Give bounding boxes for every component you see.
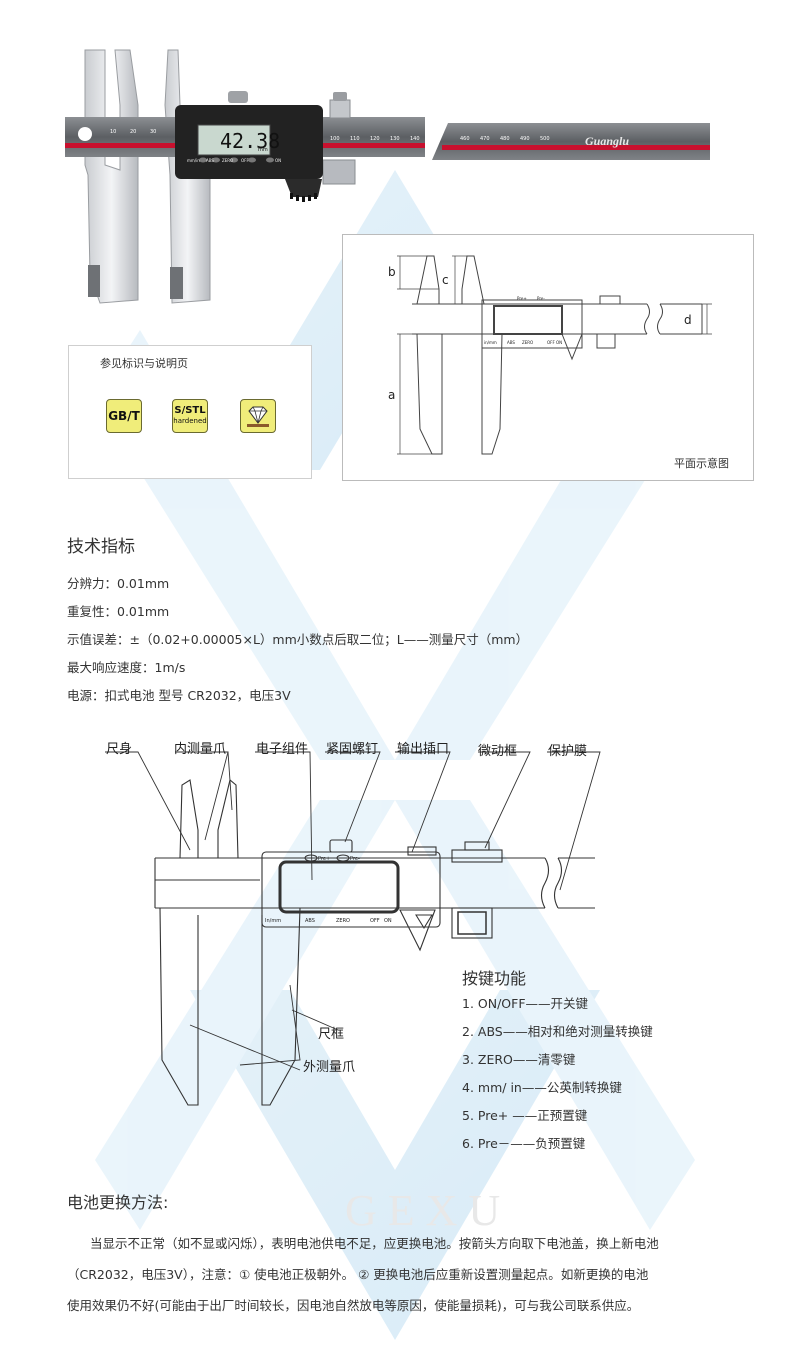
label-frame: 尺框 xyxy=(318,1027,345,1042)
scale-number: 10 xyxy=(110,129,116,135)
label-film: 保护膜 xyxy=(548,744,588,759)
schematic-button-label: OFF xyxy=(547,340,555,345)
diamond-icon xyxy=(247,406,269,427)
caliper-photo: 10 20 30 100 110 120 130 140 460 470 480… xyxy=(65,49,710,304)
spec-repeatability: 重复性：0.01mm xyxy=(67,604,170,619)
dim-b: b xyxy=(388,265,396,279)
label-fine-frame: 微动框 xyxy=(478,744,518,759)
schematic-button-label: Pre+ xyxy=(517,296,527,301)
scale-number: 110 xyxy=(350,136,360,142)
lcd-value: 42.38 xyxy=(220,129,280,153)
sstl-badge: S/STL hardened xyxy=(172,399,208,433)
parts-button-label: ZERO xyxy=(336,918,350,924)
spec-error: 示值误差：±（0.02+0.00005×L）mm小数点后取二位；L——测量尺寸（… xyxy=(67,632,529,647)
parts-button-label: Pre- xyxy=(350,856,360,862)
key-line-2: 2. ABS——相对和绝对测量转换键 xyxy=(462,1024,653,1039)
key-line-6: 6. Pre－——负预置键 xyxy=(462,1136,586,1151)
scale-number: 490 xyxy=(520,136,530,142)
dim-c: c xyxy=(442,273,449,287)
schematic-caption: 平面示意图 xyxy=(674,457,729,470)
schematic-button-label: ON xyxy=(556,340,562,345)
key-line-3: 3. ZERO——清零键 xyxy=(462,1052,576,1067)
battery-line-3: 使用效果仍不好(可能由于出厂时间较长，因电池自然放电等原因，使能量损耗)，可与我… xyxy=(67,1298,640,1313)
photo-button-label: ON xyxy=(275,158,281,163)
gbt-badge-label: GB/T xyxy=(108,409,140,423)
scale-number: 480 xyxy=(500,136,510,142)
label-ruler-body: 尺身 xyxy=(106,742,133,757)
label-output: 输出插口 xyxy=(397,742,450,757)
sstl-badge-sub: hardened xyxy=(173,417,207,425)
sstl-badge-label: S/STL xyxy=(174,405,206,416)
spec-speed: 最大响应速度：1m/s xyxy=(67,660,186,675)
schematic-button-label: ZERO xyxy=(522,340,533,345)
scale-number: 30 xyxy=(150,129,156,135)
legend-title: 参见标识与说明页 xyxy=(100,357,188,370)
scale-number: 470 xyxy=(480,136,490,142)
watermark-text-2: G E X U xyxy=(345,1186,500,1235)
keys-heading: 按键功能 xyxy=(462,969,527,988)
parts-button-label: ABS xyxy=(305,918,315,924)
dim-a: a xyxy=(388,388,395,402)
schematic-box xyxy=(342,234,754,481)
diamond-badge xyxy=(240,399,276,433)
schematic-button-label: Pre- xyxy=(537,296,545,301)
scale-number: 100 xyxy=(330,136,340,142)
key-line-5: 5. Pre+ ——正预置键 xyxy=(462,1108,588,1123)
key-line-1: 1. ON/OFF——开关键 xyxy=(462,996,589,1011)
photo-button-label: OFF xyxy=(241,158,249,163)
gbt-badge: GB/T xyxy=(106,399,142,433)
schematic-button-label: ABS xyxy=(507,340,515,345)
schematic-diagram: b c a d Pre+ Pre- in/mm ABS ZERO OFF ON xyxy=(388,255,712,455)
schematic-button-label: in/mm xyxy=(484,340,497,345)
scale-number: 120 xyxy=(370,136,380,142)
parts-diagram: Pre+ Pre- In/mm ABS ZERO OFF ON xyxy=(105,751,601,1106)
scale-number: 20 xyxy=(130,129,136,135)
battery-heading: 电池更换方法: xyxy=(67,1193,169,1212)
label-outer-jaw: 外测量爪 xyxy=(303,1060,356,1075)
label-inner-jaw: 内测量爪 xyxy=(174,742,227,757)
scale-number: 130 xyxy=(390,136,400,142)
parts-button-label: In/mm xyxy=(265,918,281,924)
specs-heading: 技术指标 xyxy=(67,537,135,557)
parts-button-label: Pre+ xyxy=(318,856,330,862)
brand-logo-icon xyxy=(78,127,92,141)
scale-number: 140 xyxy=(410,136,420,142)
lcd-unit: mm xyxy=(258,147,268,153)
spec-power: 电源：扣式电池 型号 CR2032，电压3V xyxy=(67,688,291,703)
scale-number: 460 xyxy=(460,136,470,142)
photo-button-label: ABS xyxy=(206,158,214,163)
label-electronics: 电子组件 xyxy=(256,742,309,757)
label-screw: 紧固螺钉 xyxy=(326,742,379,757)
dim-d: d xyxy=(684,313,692,327)
spec-resolution: 分辨力：0.01mm xyxy=(67,576,170,591)
parts-button-label: OFF xyxy=(370,918,380,924)
brand-name: Guanglu xyxy=(585,134,629,148)
battery-line-2: （CR2032，电压3V），注意：① 使电池正极朝外。 ② 更换电池后应重新设置… xyxy=(67,1267,649,1282)
scale-number: 500 xyxy=(540,136,550,142)
parts-button-label: ON xyxy=(384,918,392,924)
key-line-4: 4. mm/ in——公英制转换键 xyxy=(462,1080,622,1095)
photo-button-label: mm/in xyxy=(187,158,200,163)
photo-button-label: ZERO xyxy=(222,158,233,163)
battery-line-1: 当显示不正常（如不显或闪烁），表明电池供电不足，应更换电池。按箭头方向取下电池盖… xyxy=(90,1236,659,1251)
